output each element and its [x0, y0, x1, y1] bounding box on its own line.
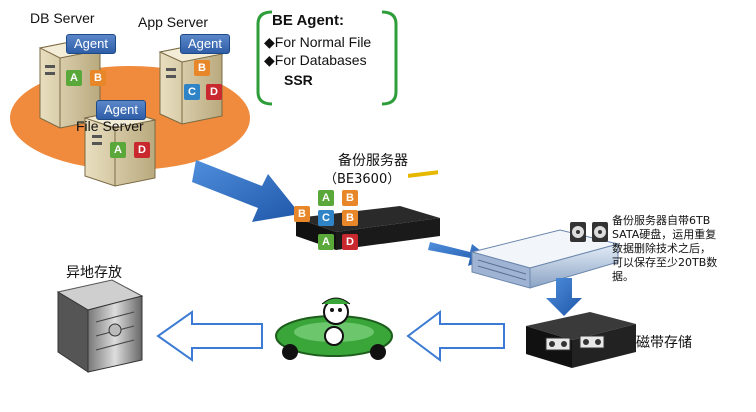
backup-badge-d-bottom: D	[342, 234, 358, 250]
transport-car-icon	[275, 297, 393, 360]
offsite-storage-label: 异地存放	[66, 265, 122, 281]
arrow-down-to-tape	[546, 278, 582, 316]
storage-note-line: 可以保存至少20TB数	[612, 256, 718, 269]
app-server-label: App Server	[138, 14, 209, 30]
backup-badge-a-top: A	[318, 190, 334, 206]
be-agent-bracket	[256, 10, 273, 106]
storage-note: 备份服务器自带6TB SATA硬盘，运用重复 数据删除技术之后， 可以保存至少2…	[612, 214, 717, 284]
storage-note-line: 备份服务器自带6TB	[612, 214, 711, 227]
db-agent-tag: Agent	[66, 34, 116, 54]
file-badge-d: D	[134, 142, 150, 158]
arrow-tape-to-car	[406, 310, 505, 362]
backup-badge-b-left: B	[294, 206, 310, 222]
arrow-car-to-vault	[156, 310, 263, 362]
file-server-label: File Server	[76, 118, 144, 134]
backup-server-model: （BE3600）	[324, 172, 401, 187]
backup-server-title: 备份服务器	[338, 153, 408, 169]
be-agent-bracket-right	[381, 10, 398, 106]
be-agent-ssr: SSR	[284, 72, 313, 88]
file-badge-a: A	[110, 142, 126, 158]
app-badge-d: D	[206, 84, 222, 100]
app-agent-tag: Agent	[180, 34, 230, 54]
storage-note-line: 据。	[612, 270, 634, 283]
backup-badge-b-top: B	[342, 190, 358, 206]
app-badge-b: B	[194, 60, 210, 76]
be-agent-title: BE Agent:	[272, 12, 344, 29]
app-badge-c: C	[184, 84, 200, 100]
hard-disk-icons	[570, 222, 608, 242]
db-badge-a: A	[66, 70, 82, 86]
be-agent-item-normal-file: ◆For Normal File	[264, 34, 372, 50]
be-agent-item-databases: ◆For Databases	[264, 52, 367, 68]
backup-badge-c: C	[318, 210, 334, 226]
storage-note-line: SATA硬盘，运用重复	[612, 228, 717, 241]
offsite-vault-icon	[56, 279, 144, 373]
db-badge-b: B	[90, 70, 106, 86]
tape-storage-label: 磁带存储	[636, 335, 692, 351]
backup-badge-a-bottom: A	[318, 234, 334, 250]
storage-note-line: 数据删除技术之后，	[612, 242, 711, 255]
file-agent-tag: Agent	[96, 100, 146, 120]
backup-badge-b-right: B	[342, 210, 358, 226]
tape-library-icon	[526, 312, 636, 368]
db-server-label: DB Server	[30, 10, 95, 26]
arrow-to-backup-server	[192, 160, 300, 222]
